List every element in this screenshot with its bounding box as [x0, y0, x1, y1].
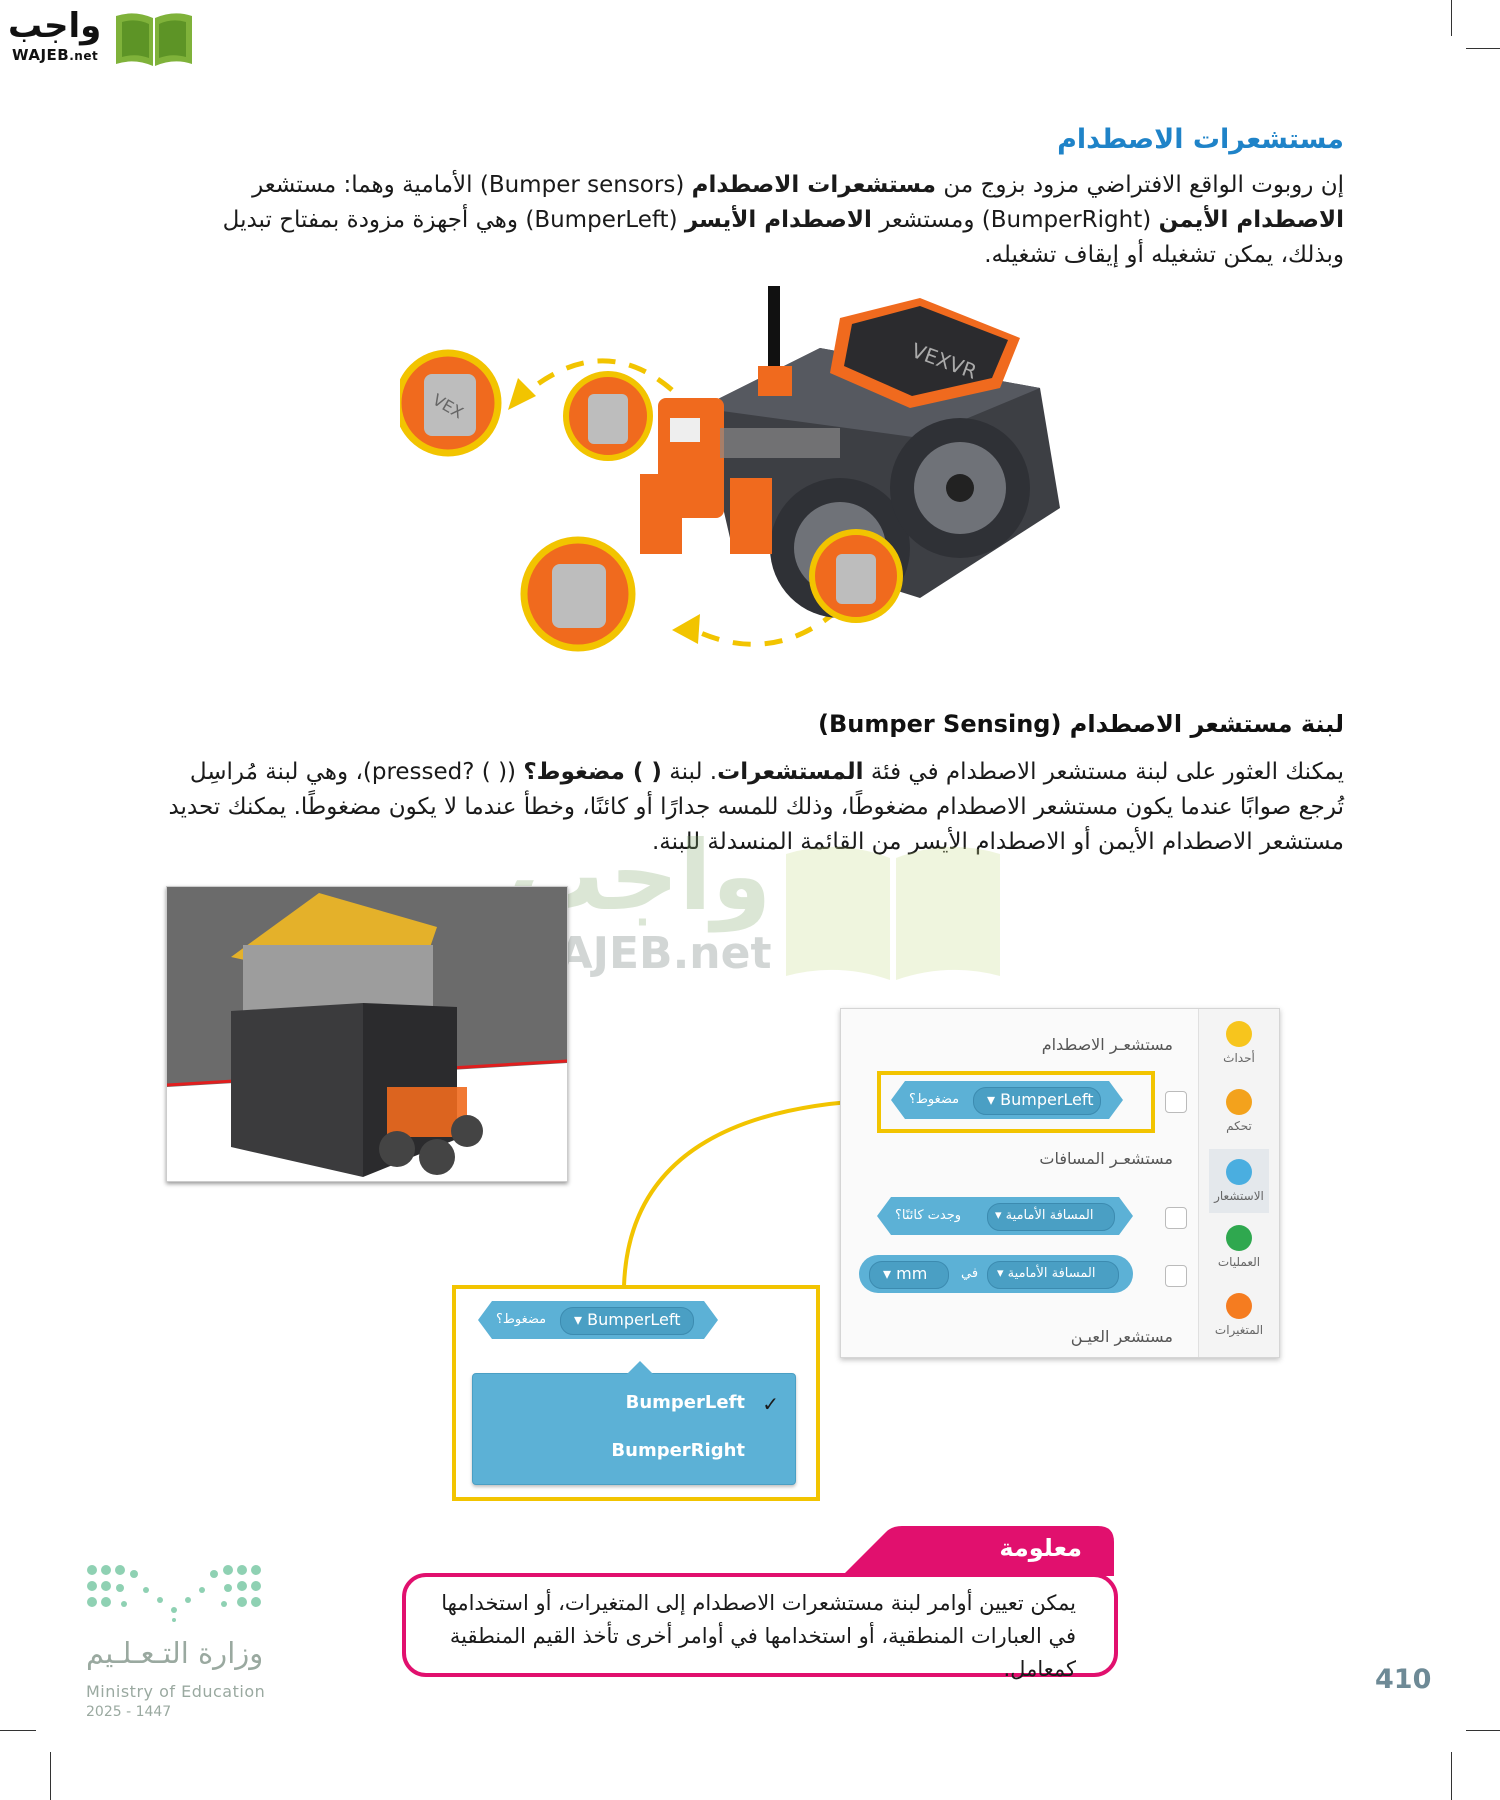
- distance-checkbox-1[interactable]: [1165, 1207, 1187, 1229]
- info-tab: [842, 1526, 1114, 1576]
- bold-term: الاصطدام الأيمن: [1158, 207, 1344, 233]
- distance-value-block[interactable]: ▾ المسافة الأمامية في ▾ mm: [859, 1255, 1133, 1293]
- distance-dropdown-2-value: ▾ المسافة الأمامية: [997, 1266, 1096, 1281]
- eye-section-label: مستشعر العيـن: [1070, 1327, 1173, 1346]
- vr-scene-image: [166, 886, 568, 1182]
- category-events[interactable]: أحداث: [1209, 1021, 1269, 1065]
- text-run: (Bumper sensors) الأمامية وهما: مستشعر: [252, 172, 692, 198]
- logo-latin: WAJEB.net: [12, 46, 99, 64]
- bold-term: المستشعرات: [717, 759, 864, 785]
- bumper-pressed-block[interactable]: ▾ BumperLeft مضغوط؟: [891, 1081, 1123, 1119]
- crop-mark: [1466, 48, 1500, 49]
- unit-dropdown-value: ▾ mm: [883, 1264, 928, 1283]
- bumper-checkbox[interactable]: [1165, 1091, 1187, 1113]
- ministry-year: 2025 - 1447: [86, 1704, 172, 1720]
- category-control[interactable]: تحكم: [1209, 1089, 1269, 1133]
- block-palette-panel: أحداث تحكم الاستشعار العمليات المتغيرات …: [840, 1008, 1280, 1358]
- menu-option-bumperleft[interactable]: BumperLeft: [625, 1392, 745, 1413]
- demo-dropdown-value: ▾ BumperLeft: [574, 1310, 681, 1329]
- text-run: . لبنة: [661, 759, 718, 785]
- variables-dot: [1226, 1293, 1252, 1319]
- category-operators[interactable]: العمليات: [1209, 1225, 1269, 1269]
- info-box: يمكن تعيين أوامر لبنة مستشعرات الاصطدام …: [402, 1573, 1118, 1681]
- section-title-bumper-sensing: لبنة مستشعر الاصطدام (Bumper Sensing): [818, 710, 1344, 738]
- checkmark-icon: ✓: [762, 1392, 779, 1416]
- paragraph-bumper-sensing: يمكنك العثور على لبنة مستشعر الاصطدام في…: [154, 755, 1344, 860]
- events-dot: [1226, 1021, 1252, 1047]
- text-run: إن روبوت الواقع الافتراضي مزود بزوج من: [936, 172, 1344, 198]
- dropdown-demo-frame: ▾ BumperLeft مضغوط؟ BumperLeft ✓ BumperR…: [452, 1285, 820, 1501]
- crop-mark: [1466, 1730, 1500, 1731]
- distance-found-object-block[interactable]: ▾ المسافة الأمامية وجدت كائنًا؟: [877, 1197, 1133, 1235]
- crop-mark: [1451, 1752, 1452, 1800]
- connector-curve: [622, 1098, 881, 1287]
- highlight-frame: [877, 1071, 1155, 1133]
- book-icon: [116, 13, 192, 66]
- section-title-bumper-sensors: مستشعرات الاصطدام: [1057, 124, 1344, 155]
- info-title: معلومة: [999, 1534, 1082, 1562]
- distance-dropdown-1[interactable]: [987, 1203, 1115, 1231]
- dropdown-menu: BumperLeft ✓ BumperRight: [472, 1373, 796, 1485]
- menu-pointer: [626, 1361, 654, 1375]
- ministry-arabic: وزارة التـعـلـيم: [86, 1636, 264, 1670]
- crop-mark: [0, 1730, 36, 1731]
- category-sensing[interactable]: الاستشعار: [1209, 1149, 1269, 1213]
- bold-term: مستشعرات الاصطدام: [691, 172, 937, 198]
- distance-dropdown-2[interactable]: [987, 1261, 1119, 1289]
- info-title-wrap: معلومة: [842, 1526, 1114, 1576]
- distance-dropdown-1-value: ▾ المسافة الأمامية: [995, 1208, 1094, 1223]
- robot-bumper-illustration: VEXVR VEX: [400, 286, 1060, 652]
- bumper-dropdown-value: ▾ BumperLeft: [987, 1090, 1094, 1109]
- operators-dot: [1226, 1225, 1252, 1251]
- paragraph-bumper-sensors: إن روبوت الواقع الافتراضي مزود بزوج من م…: [154, 168, 1344, 273]
- info-text: يمكن تعيين أوامر لبنة مستشعرات الاصطدام …: [441, 1591, 1076, 1681]
- ministry-dots-icon: [87, 1565, 261, 1622]
- distance-checkbox-2[interactable]: [1165, 1265, 1187, 1287]
- category-variables[interactable]: المتغيرات: [1209, 1293, 1269, 1337]
- bold-term: الاصطدام الأيسر: [684, 207, 872, 233]
- text-run: يمكنك العثور على لبنة مستشعر الاصطدام في…: [863, 759, 1344, 785]
- distance-block-2-mid: في: [961, 1266, 979, 1281]
- bumper-section-label: مستشعـر الاصطدام: [1041, 1035, 1173, 1054]
- ministry-english: Ministry of Education: [86, 1682, 266, 1701]
- bumper-dropdown[interactable]: [973, 1087, 1101, 1115]
- unit-dropdown[interactable]: [869, 1261, 949, 1289]
- demo-bumper-block[interactable]: ▾ BumperLeft مضغوط؟: [478, 1301, 718, 1339]
- demo-block-suffix: مضغوط؟: [496, 1312, 547, 1327]
- distance-section-label: مستشعـر المسافات: [1039, 1149, 1173, 1168]
- wajeb-watermark: واجب WAJEB.net: [508, 820, 1008, 990]
- menu-option-bumperright[interactable]: BumperRight: [611, 1440, 745, 1461]
- bold-term: ( ) مضغوط؟: [523, 759, 662, 785]
- text-run: (BumperLeft) وهي أجهزة مزودة بمفتاح تبدي…: [222, 207, 1344, 268]
- wajeb-logo[interactable]: واجب WAJEB.net: [8, 6, 193, 68]
- crop-mark: [1451, 0, 1452, 36]
- text-run: (BumperRight) ومستشعر: [871, 207, 1159, 233]
- bumper-block-suffix: مضغوط؟: [909, 1092, 960, 1107]
- ministry-logo: وزارة التـعـلـيم Ministry of Education 2…: [84, 1560, 284, 1720]
- text-run: (( ) ?pressed)، وهي لبنة مُراسِل تُرجع ص…: [168, 759, 1344, 855]
- crop-mark: [50, 1752, 51, 1800]
- page-number: 410: [1375, 1664, 1432, 1695]
- distance-block-1-suffix: وجدت كائنًا؟: [895, 1208, 962, 1223]
- sensing-dot: [1226, 1159, 1252, 1185]
- demo-bumper-dropdown[interactable]: [560, 1307, 694, 1335]
- control-dot: [1226, 1089, 1252, 1115]
- category-column: أحداث تحكم الاستشعار العمليات المتغيرات: [1198, 1009, 1279, 1357]
- logo-arabic: واجب: [8, 6, 102, 46]
